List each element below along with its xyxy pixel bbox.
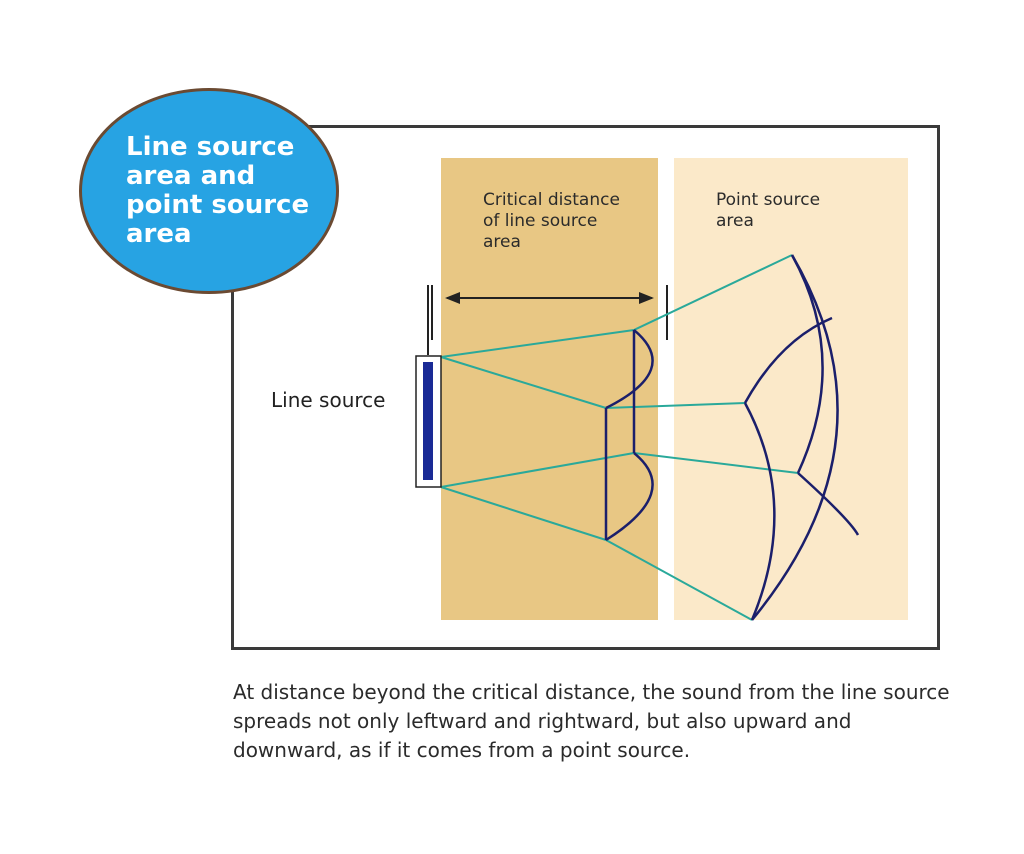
cylindrical-wavefront: [604, 329, 654, 542]
point-source-zone: [674, 158, 908, 620]
title-bubble: [79, 88, 339, 294]
spherical-wavefront: [743, 254, 860, 621]
title-text: Line source area and point source area: [126, 132, 310, 249]
critical-distance-label: Critical distance of line source area: [483, 190, 620, 252]
arrow-head-left: [445, 292, 460, 304]
critical-distance-zone: [441, 158, 658, 620]
line-source-label: Line source: [271, 388, 386, 412]
sound-rays: [440, 254, 799, 621]
line-source-bar: [423, 362, 433, 480]
arrow-head-right: [639, 292, 654, 304]
point-source-label: Point source area: [716, 190, 821, 231]
diagram-frame: [231, 125, 940, 650]
caption: At distance beyond the critical distance…: [233, 680, 950, 762]
